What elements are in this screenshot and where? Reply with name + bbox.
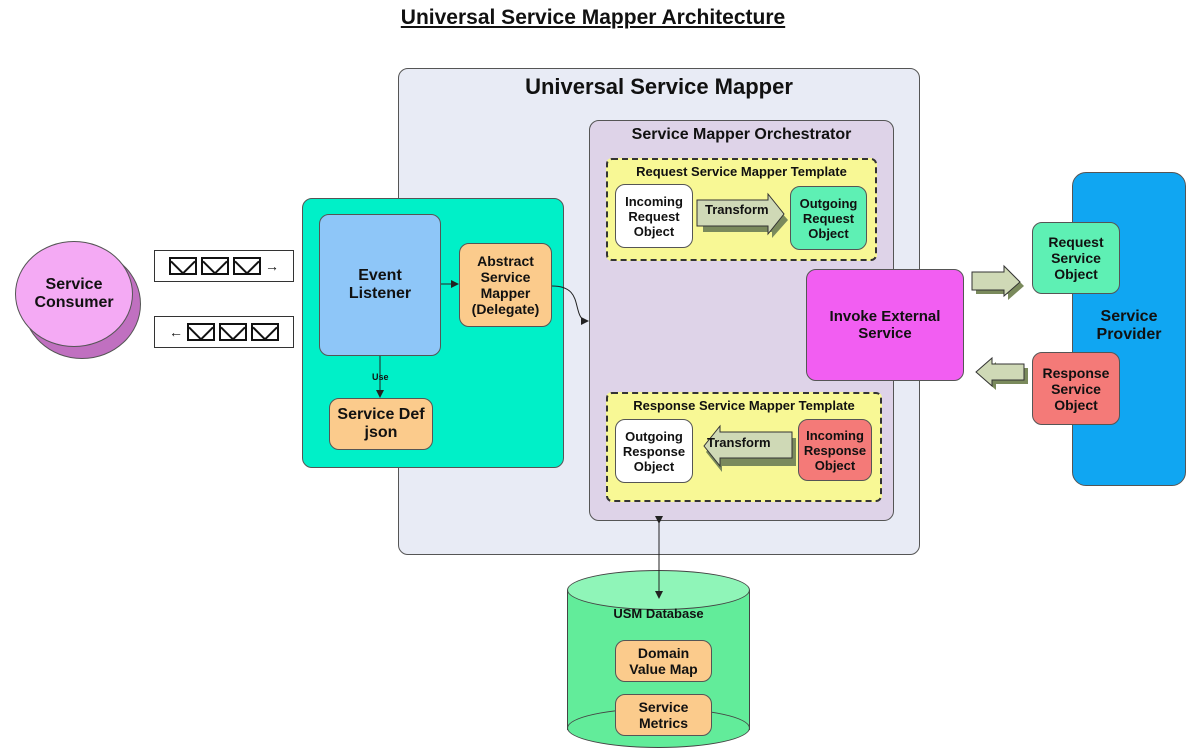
invoke-external-service: Invoke External Service xyxy=(806,269,964,381)
incoming-request-object: Incoming Request Object xyxy=(615,184,693,248)
outgoing-messages: → xyxy=(154,250,294,282)
response-template-title: Response Service Mapper Template xyxy=(633,398,855,413)
consumer-disc-top: Service Consumer xyxy=(15,241,133,347)
request-transform-label: Transform xyxy=(705,202,769,217)
incoming-response-label: Incoming Response Object xyxy=(803,427,867,473)
envelope-icon xyxy=(219,323,247,341)
envelope-icon xyxy=(251,323,279,341)
left-arrow-icon: ← xyxy=(169,324,183,340)
domain-value-map-label: Domain Value Map xyxy=(629,645,698,677)
incoming-response-object: Incoming Response Object xyxy=(798,419,872,481)
incoming-messages: ← xyxy=(154,316,294,348)
response-transform-label: Transform xyxy=(707,435,771,450)
abstract-mapper-label: Abstract Service Mapper (Delegate) xyxy=(471,253,540,317)
service-metrics-label: Service Metrics xyxy=(638,699,689,731)
request-template-title: Request Service Mapper Template xyxy=(636,164,847,179)
outgoing-response-label: Outgoing Response Object xyxy=(622,428,686,474)
consumer-label: Service Consumer xyxy=(34,276,114,311)
service-metrics: Service Metrics xyxy=(615,694,712,736)
response-service-object: Response Service Object xyxy=(1032,352,1120,425)
envelope-icon xyxy=(187,323,215,341)
envelope-icon xyxy=(233,257,261,275)
service-def-box: Service Def json xyxy=(329,398,433,450)
response-from-provider-arrow xyxy=(975,356,1028,390)
envelope-icon xyxy=(169,257,197,275)
request-service-object: Request Service Object xyxy=(1032,222,1120,294)
request-transform-arrow xyxy=(696,192,788,238)
incoming-request-label: Incoming Request Object xyxy=(625,193,683,239)
abstract-mapper-box: Abstract Service Mapper (Delegate) xyxy=(459,243,552,327)
usm-title: Universal Service Mapper xyxy=(525,74,793,99)
orchestrator-title: Service Mapper Orchestrator xyxy=(631,126,852,143)
event-listener-box: Event Listener xyxy=(319,214,441,356)
mapper-to-orchestrator-arrow xyxy=(551,285,589,325)
domain-value-map: Domain Value Map xyxy=(615,640,712,682)
outgoing-response-object: Outgoing Response Object xyxy=(615,419,693,483)
response-service-label: Response Service Object xyxy=(1042,364,1110,413)
event-listener-label: Event Listener xyxy=(348,267,412,302)
database-title: USM Database xyxy=(613,606,704,621)
outgoing-request-label: Outgoing Request Object xyxy=(799,195,858,241)
service-provider-label: Service Provider xyxy=(1096,308,1162,343)
service-consumer: Service Consumer xyxy=(15,241,151,361)
response-transform-arrow xyxy=(703,424,796,472)
diagram-title: Universal Service Mapper Architecture xyxy=(400,6,786,29)
envelope-icon xyxy=(201,257,229,275)
right-arrow-icon: → xyxy=(265,258,279,274)
request-to-provider-arrow xyxy=(971,264,1024,300)
request-service-label: Request Service Object xyxy=(1048,234,1104,282)
outgoing-request-object: Outgoing Request Object xyxy=(790,186,867,250)
invoke-label: Invoke External Service xyxy=(829,308,941,342)
service-def-label: Service Def json xyxy=(337,406,425,441)
